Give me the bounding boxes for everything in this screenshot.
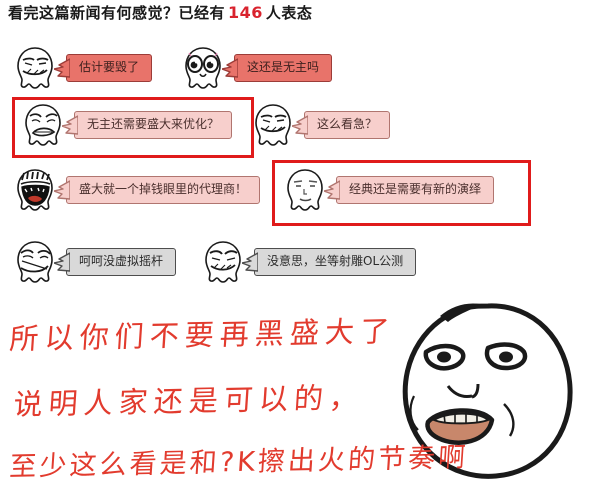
vote-count: 146 <box>228 3 263 22</box>
bubble-tail-icon <box>242 250 258 274</box>
comment-text: 无主还需要盛大来优化？ <box>87 116 220 131</box>
comment-text: 盛大就一个掉钱眼里的代理商！ <box>79 181 248 196</box>
comment-item[interactable]: 呵呵没虚拟摇杆 <box>14 240 177 284</box>
comment-item[interactable]: 估计要毁了 <box>14 46 153 90</box>
comment-text: 估计要毁了 <box>79 59 140 74</box>
crying-face-avatar <box>22 103 64 147</box>
page-title-prefix: 看完这篇新闻有何感觉？已经有 <box>8 4 226 22</box>
bubble-tail-icon <box>324 178 340 202</box>
comment-bubble: 这还是无主吗 <box>222 53 333 83</box>
comment-bubble: 没意思，坐等射雕OL公测 <box>242 247 417 277</box>
bubble-tail-icon <box>292 113 308 137</box>
grin-face-avatar <box>202 240 244 284</box>
bubble-tail-icon <box>222 56 238 80</box>
bubble-tail-icon <box>54 250 70 274</box>
handwriting-line-1: 所以你们不要再黑盛大了 <box>8 313 397 357</box>
comment-bubble: 无主还需要盛大来优化？ <box>62 110 233 140</box>
comment-text: 没意思，坐等射雕OL公测 <box>267 253 404 268</box>
comment-text: 这还是无主吗 <box>247 59 320 74</box>
page-title-suffix: 人表态 <box>265 4 313 22</box>
comment-text: 经典还是需要有新的演绎 <box>349 181 482 196</box>
comment-bubble: 估计要毁了 <box>54 53 153 83</box>
angry-face-avatar <box>252 103 294 147</box>
bubble-tail-icon <box>54 56 70 80</box>
bubble-tail-icon <box>54 178 70 202</box>
bubble-tail-icon <box>62 113 78 137</box>
comment-bubble: 呵呵没虚拟摇杆 <box>54 247 177 277</box>
shocked-rage-face <box>392 300 592 488</box>
comment-item[interactable]: 这还是无主吗 <box>182 46 333 90</box>
comment-item[interactable]: 盛大就一个掉钱眼里的代理商！ <box>14 168 261 212</box>
blank-face-avatar <box>284 168 326 212</box>
handwriting-line-2: 说明人家还是可以的， <box>12 380 366 422</box>
comment-item[interactable]: 无主还需要盛大来优化？ <box>22 103 233 147</box>
laughing-face-avatar <box>14 240 56 284</box>
shouting-face-avatar <box>14 168 56 212</box>
comment-bubble: 经典还是需要有新的演绎 <box>324 175 495 205</box>
smirk-face-avatar <box>14 46 56 90</box>
sparkle-eyes-face-avatar <box>182 46 224 90</box>
comment-item[interactable]: 这么看急？ <box>252 103 391 147</box>
comment-item[interactable]: 没意思，坐等射雕OL公测 <box>202 240 417 284</box>
comment-bubble: 盛大就一个掉钱眼里的代理商！ <box>54 175 261 205</box>
comment-item[interactable]: 经典还是需要有新的演绎 <box>284 168 495 212</box>
comment-text: 这么看急？ <box>317 116 378 131</box>
comment-text: 呵呵没虚拟摇杆 <box>79 253 164 268</box>
comment-bubble: 这么看急？ <box>292 110 391 140</box>
